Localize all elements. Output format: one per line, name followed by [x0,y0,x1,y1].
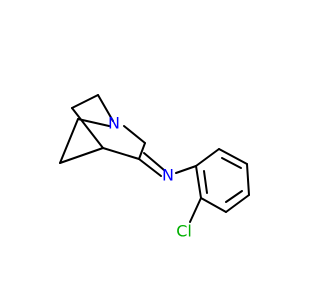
bond-c-top2-c-bridge [71,107,104,149]
benzene-bond-4 [225,194,250,213]
bond-c3-n-imine-b [143,152,165,171]
bond-c-top-c-top2 [71,94,99,109]
bond-ch2-c3 [138,142,146,160]
atom-imine-nitrogen: N [162,166,174,185]
benzene-inner-2 [225,190,243,203]
benzene-bond-1 [195,148,220,167]
bond-n1-ch2 [123,125,146,144]
molecule-structure-canvas: N N Cl [59,94,250,241]
benzene-bond-2 [218,148,248,165]
benzene-bond-6 [195,165,202,199]
bond-c-left-upper-c-left-lower [59,118,79,164]
benzene-bond-5 [200,197,227,213]
bond-c-left-lower-c-bridge [59,147,104,164]
benzene-inner-1 [221,157,242,169]
benzene-inner-3 [203,170,208,194]
bond-n1-c-left-upper [77,118,110,127]
bond-c3-n-imine-a [138,158,162,177]
atom-chlorine: Cl [176,222,192,241]
atom-ring-nitrogen: N [108,114,120,133]
bond-c3-c-bridge [102,147,140,160]
molecule-structure: N N Cl [59,94,250,241]
benzene-bond-3 [246,163,250,196]
bond-n-imine-aryl [175,165,197,174]
bond-aryl-cl [189,197,202,223]
bond-n1-c-top [97,94,114,122]
